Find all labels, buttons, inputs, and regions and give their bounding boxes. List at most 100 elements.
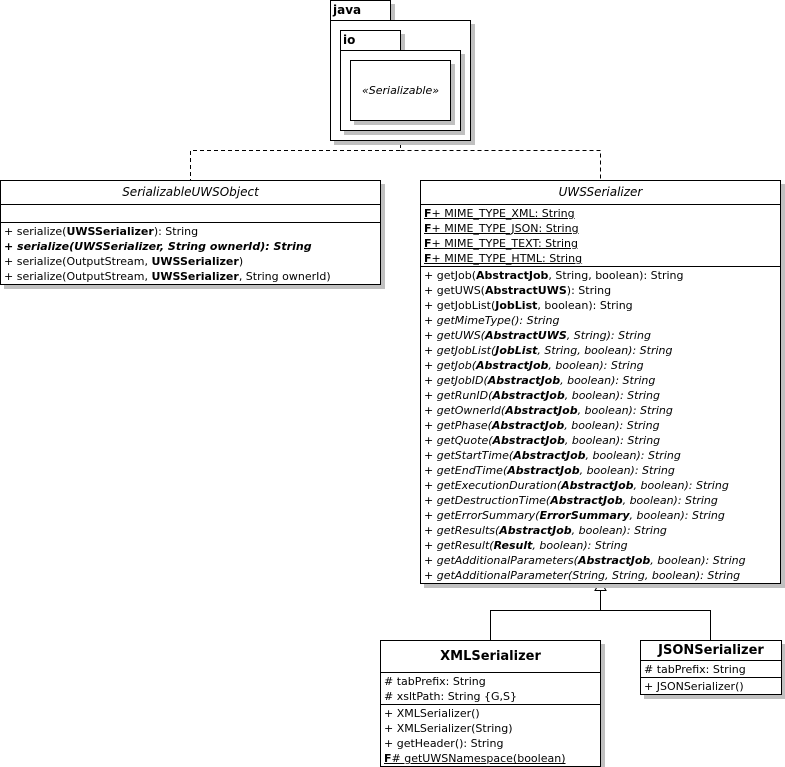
- operation-text: + XMLSerializer(String): [384, 722, 513, 735]
- class-name: XMLSerializer: [440, 649, 541, 664]
- attribute-text: # tabPrefix: String: [384, 675, 486, 688]
- operations-section: + JSONSerializer(): [641, 677, 781, 694]
- class-jsonserializer[interactable]: JSONSerializer # tabPrefix: String + JSO…: [640, 640, 782, 695]
- param-type: AbstractJob: [476, 269, 549, 282]
- param-type: AbstractUWS: [484, 329, 567, 342]
- attribute-row[interactable]: F+ MIME_TYPE_XML: String: [424, 206, 780, 221]
- operation-text: , String): String: [566, 329, 651, 342]
- operation-row[interactable]: + getJobList(JobList, String, boolean): …: [424, 343, 780, 358]
- operation-text: + getPhase(: [424, 419, 492, 432]
- operation-text: # getUWSNamespace(boolean): [391, 752, 566, 765]
- operation-text: + getAdditionalParameter(String, String,…: [424, 569, 741, 582]
- param-type: AbstractJob: [491, 419, 565, 432]
- param-type: ErrorSummary: [539, 509, 630, 522]
- operation-row[interactable]: + getAdditionalParameters(AbstractJob, b…: [424, 553, 780, 568]
- operation-text: + getErrorSummary(: [424, 509, 540, 522]
- operation-row[interactable]: + JSONSerializer(): [644, 679, 781, 694]
- operation-row[interactable]: + getResult(Result, boolean): String: [424, 538, 780, 553]
- operation-text: + getHeader(): String: [384, 737, 504, 750]
- operation-row[interactable]: + getJob(AbstractJob, boolean): String: [424, 358, 780, 373]
- attribute-text: # tabPrefix: String: [644, 663, 746, 676]
- operation-text: , boolean): String: [564, 434, 661, 447]
- operations-section: + serialize(UWSSerializer): String+ seri…: [1, 222, 380, 284]
- class-xmlserializer[interactable]: XMLSerializer # tabPrefix: String# xsltP…: [380, 640, 601, 767]
- operation-row[interactable]: F# getUWSNamespace(boolean): [384, 751, 600, 766]
- param-type: AbstractJob: [499, 524, 572, 537]
- operations-section: + XMLSerializer()+ XMLSerializer(String)…: [381, 704, 600, 766]
- final-marker: F: [424, 222, 432, 235]
- operation-text: + getDestructionTime(: [424, 494, 551, 507]
- operation-row[interactable]: + getUWS(AbstractUWS, String): String: [424, 328, 780, 343]
- operation-text: + serialize(OutputStream,: [4, 255, 152, 268]
- interface-serializable[interactable]: «Serializable»: [350, 60, 451, 121]
- operation-text: + getJob(: [424, 359, 477, 372]
- operation-row[interactable]: + serialize(UWSSerializer, String ownerI…: [4, 239, 380, 254]
- operation-row[interactable]: + serialize(UWSSerializer): String: [4, 224, 380, 239]
- param-type: AbstractJob: [492, 389, 565, 402]
- operation-text: + getExecutionDuration(: [424, 479, 562, 492]
- operation-text: + getEndTime(: [424, 464, 508, 477]
- package-name-java: java: [333, 3, 362, 17]
- operation-text: , String ownerId): [238, 270, 331, 283]
- operation-text: , boolean): String: [537, 299, 633, 312]
- operation-row[interactable]: + getEndTime(AbstractJob, boolean): Stri…: [424, 463, 780, 478]
- generalization-branches: [490, 610, 711, 640]
- operation-row[interactable]: + serialize(OutputStream, UWSSerializer,…: [4, 269, 380, 284]
- operation-row[interactable]: + getStartTime(AbstractJob, boolean): St…: [424, 448, 780, 463]
- operation-row[interactable]: + getAdditionalParameter(String, String,…: [424, 568, 780, 583]
- param-type: AbstractJob: [561, 479, 634, 492]
- final-marker: F: [384, 752, 392, 765]
- operation-text: , boolean): String: [629, 509, 725, 522]
- operation-text: , boolean): String: [585, 449, 681, 462]
- attribute-row[interactable]: # xsltPath: String {G,S}: [384, 689, 600, 704]
- param-type: AbstractJob: [505, 404, 578, 417]
- operation-row[interactable]: + getHeader(): String: [384, 736, 600, 751]
- final-marker: F: [424, 237, 432, 250]
- operation-text: + getJob(: [424, 269, 477, 282]
- operation-row[interactable]: + getQuote(AbstractJob, boolean): String: [424, 433, 780, 448]
- param-type: UWSSerializer: [151, 255, 239, 268]
- attribute-text: + MIME_TYPE_HTML: String: [431, 252, 583, 265]
- operation-row[interactable]: + getOwnerId(AbstractJob, boolean): Stri…: [424, 403, 780, 418]
- param-type: AbstractJob: [577, 554, 651, 567]
- operation-text: + getMimeType(): String: [424, 314, 560, 327]
- class-name: UWSSerializer: [558, 185, 643, 199]
- operation-row[interactable]: + getMimeType(): String: [424, 313, 780, 328]
- operation-row[interactable]: + getErrorSummary(ErrorSummary, boolean)…: [424, 508, 780, 523]
- class-serializableuwsobject[interactable]: SerializableUWSObject + serialize(UWSSer…: [0, 180, 381, 285]
- operation-text: + getResult(: [424, 539, 494, 552]
- operation-row[interactable]: + getJob(AbstractJob, String, boolean): …: [424, 268, 780, 283]
- operation-text: + getJobList(: [424, 299, 496, 312]
- operation-row[interactable]: + getUWS(AbstractUWS): String: [424, 283, 780, 298]
- attribute-row[interactable]: F+ MIME_TYPE_HTML: String: [424, 251, 780, 266]
- operation-text: ): String: [566, 284, 612, 297]
- package-tab-java: java: [330, 0, 391, 21]
- operation-row[interactable]: + getPhase(AbstractJob, boolean): String: [424, 418, 780, 433]
- attribute-text: + MIME_TYPE_XML: String: [431, 207, 575, 220]
- operation-row[interactable]: + serialize(OutputStream, UWSSerializer): [4, 254, 380, 269]
- operation-text: , boolean): String: [577, 404, 673, 417]
- package-name-io: io: [343, 33, 356, 47]
- attribute-row[interactable]: # tabPrefix: String: [384, 674, 600, 689]
- attribute-row[interactable]: F+ MIME_TYPE_TEXT: String: [424, 236, 780, 251]
- operation-text: , boolean): String: [650, 554, 746, 567]
- operation-row[interactable]: + XMLSerializer(String): [384, 721, 600, 736]
- operation-row[interactable]: + getJobList(JobList, boolean): String: [424, 298, 780, 313]
- operation-row[interactable]: + getDestructionTime(AbstractJob, boolea…: [424, 493, 780, 508]
- interface-name: «Serializable»: [361, 84, 440, 97]
- attribute-row[interactable]: # tabPrefix: String: [644, 662, 781, 677]
- operation-text: ): String: [153, 225, 199, 238]
- operation-text: , boolean): String: [579, 464, 675, 477]
- operation-text: + getQuote(: [424, 434, 493, 447]
- operation-row[interactable]: + getJobID(AbstractJob, boolean): String: [424, 373, 780, 388]
- operation-row[interactable]: + getResults(AbstractJob, boolean): Stri…: [424, 523, 780, 538]
- operation-row[interactable]: + getRunID(AbstractJob, boolean): String: [424, 388, 780, 403]
- operation-text: + getUWS(: [424, 329, 485, 342]
- operation-text: + getStartTime(: [424, 449, 514, 462]
- operation-row[interactable]: + getExecutionDuration(AbstractJob, bool…: [424, 478, 780, 493]
- operation-text: , boolean): String: [564, 419, 660, 432]
- operation-text: ): [238, 255, 244, 268]
- operation-row[interactable]: + XMLSerializer(): [384, 706, 600, 721]
- attribute-row[interactable]: F+ MIME_TYPE_JSON: String: [424, 221, 780, 236]
